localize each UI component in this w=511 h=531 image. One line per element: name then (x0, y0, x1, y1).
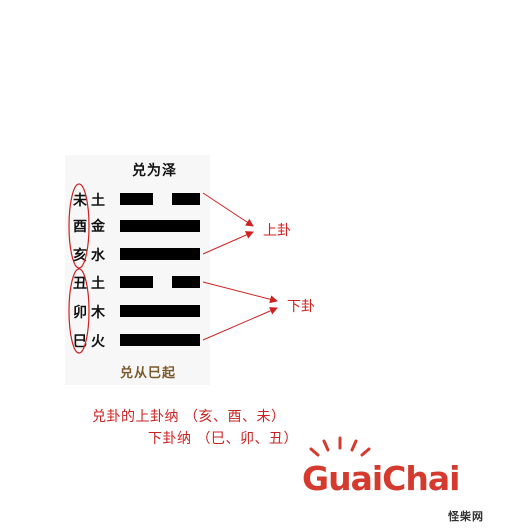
element-line-2: 金 (91, 219, 105, 235)
yao-line-6 (120, 334, 200, 346)
lower-arrow-from-bottom (202, 307, 278, 341)
yao-line-3 (120, 248, 200, 260)
branch-line-6: 巳 (73, 334, 87, 350)
lower-arrow-from-top (202, 281, 278, 304)
element-line-3: 水 (91, 248, 105, 264)
upper-trigram-label: 上卦 (263, 223, 291, 239)
logo-subtitle: 怪柴网 (448, 510, 484, 523)
yang-segment (120, 305, 200, 317)
logo-wordmark: GuaiChai (302, 459, 460, 498)
hexagram-title: 兑为泽 (132, 163, 177, 179)
note-line-upper: 兑卦的上卦纳 （亥、酉、未） (92, 409, 286, 425)
branch-line-3: 亥 (73, 248, 87, 264)
branch-line-5: 卯 (73, 305, 87, 321)
lower-branches-oval (68, 268, 90, 354)
yin-segment-right (172, 193, 200, 205)
yang-segment (120, 334, 200, 346)
lower-trigram-label: 下卦 (287, 299, 315, 315)
note-line-lower: 下卦纳 （巳、卯、丑） (148, 431, 298, 447)
upper-arrow-from-bottom (202, 231, 254, 255)
yang-segment (120, 248, 200, 260)
branch-line-2: 酉 (73, 219, 87, 235)
upper-arrow-from-top (202, 192, 254, 227)
branch-line-1: 未 (73, 193, 87, 209)
yao-line-4 (120, 276, 200, 288)
yao-line-2 (120, 220, 200, 232)
yao-line-1 (120, 193, 200, 205)
upper-branches-oval (68, 183, 90, 269)
yao-line-5 (120, 305, 200, 317)
element-line-4: 土 (91, 276, 105, 292)
branch-line-4: 丑 (73, 276, 87, 292)
element-line-5: 木 (91, 305, 105, 321)
yang-segment (120, 220, 200, 232)
yin-segment-left (120, 193, 153, 205)
element-line-1: 土 (91, 193, 105, 209)
element-line-6: 火 (91, 334, 105, 350)
yin-segment-right (172, 276, 200, 288)
footer-caption: 兑从巳起 (120, 366, 177, 381)
yin-segment-left (120, 276, 153, 288)
